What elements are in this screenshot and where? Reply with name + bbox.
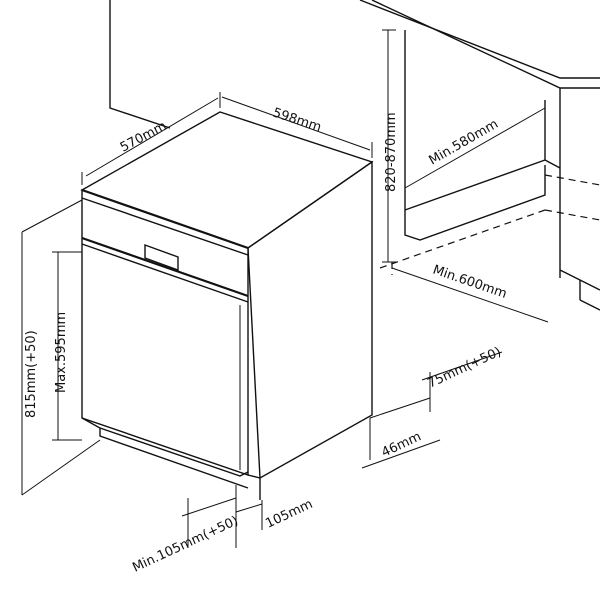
dishwasher-body xyxy=(80,111,374,500)
label-niche-depth: Min.580mm xyxy=(427,117,501,169)
label-niche-width: Min.600mm xyxy=(431,263,509,302)
label-plinth-height: 75mm(+50) xyxy=(425,344,503,391)
dimension-lines xyxy=(21,29,549,548)
label-niche-height: 820-870mm xyxy=(384,112,399,192)
label-total-height: 815mm(+50) xyxy=(24,330,39,418)
kitchen-cabinet xyxy=(109,0,600,311)
label-plinth-gap: 46mm xyxy=(379,429,423,460)
display-panel-icon xyxy=(144,244,179,271)
label-plinth-recess: 105mm xyxy=(263,497,315,532)
label-plinth-bottom: Min.105mm(+50) xyxy=(130,513,240,575)
label-door-height: Max.595mm xyxy=(54,312,69,393)
